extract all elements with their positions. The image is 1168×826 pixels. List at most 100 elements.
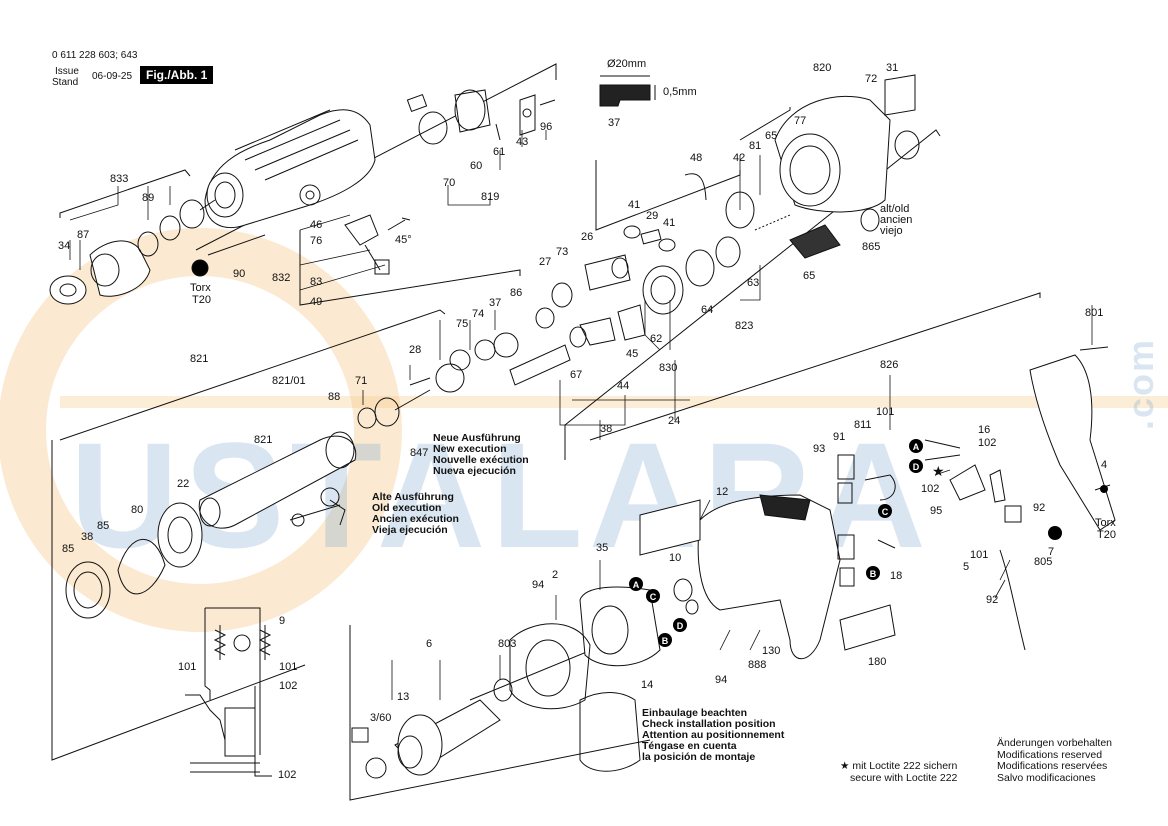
letter-circles bbox=[629, 439, 1108, 647]
part-label: 49 bbox=[310, 296, 323, 308]
part-label: 65 bbox=[765, 130, 778, 142]
part-label: 65 bbox=[803, 270, 816, 282]
part-label: 102 bbox=[978, 437, 997, 449]
part-label: 830 bbox=[659, 362, 678, 374]
part-label: 811 bbox=[854, 419, 872, 431]
part-label: 87 bbox=[77, 229, 90, 241]
part-label: 7 bbox=[1048, 546, 1055, 558]
part-label: 48 bbox=[690, 152, 703, 164]
part-label: 41 bbox=[628, 199, 641, 211]
alt-old-label-2: ancien bbox=[880, 214, 913, 226]
part-label: 70 bbox=[443, 177, 456, 189]
rear-handle bbox=[949, 346, 1116, 651]
part-label: 38 bbox=[600, 423, 613, 435]
part-label: 92 bbox=[986, 594, 999, 606]
part-label: 102 bbox=[278, 769, 297, 781]
part-label: 37 bbox=[608, 117, 621, 129]
part-label: 86 bbox=[510, 287, 523, 299]
part-label: 31 bbox=[886, 62, 899, 74]
part-label: 9 bbox=[279, 615, 286, 627]
diameter-label: Ø20mm bbox=[607, 58, 647, 70]
alt-old-label-1: alt/old bbox=[880, 203, 910, 215]
switch-parts bbox=[344, 214, 411, 275]
part-label: 90 bbox=[233, 268, 246, 280]
part-label: 102 bbox=[279, 680, 298, 692]
part-label: 81 bbox=[749, 140, 762, 152]
part-label: 18 bbox=[890, 570, 903, 582]
part-label: 96 bbox=[540, 121, 553, 133]
part-label: 819 bbox=[481, 191, 500, 203]
hammer-housing bbox=[204, 109, 376, 229]
part-label: 101 bbox=[178, 661, 197, 673]
part-label: 34 bbox=[58, 240, 71, 252]
middle-parts bbox=[509, 173, 791, 386]
frame-lines bbox=[51, 63, 1041, 801]
part-label: 865 bbox=[862, 241, 881, 253]
part-label: 76 bbox=[310, 235, 323, 247]
part-label: 43 bbox=[516, 136, 529, 148]
part-label: 101 bbox=[970, 549, 989, 561]
part-label: 4 bbox=[1101, 459, 1108, 471]
part-label: 847 bbox=[410, 447, 429, 459]
part-label: 13 bbox=[397, 691, 410, 703]
part-label: 75 bbox=[456, 318, 469, 330]
part-label: 102 bbox=[921, 483, 940, 495]
part-label: 83 bbox=[310, 276, 323, 288]
gear-housing bbox=[774, 74, 920, 259]
part-label: 16 bbox=[978, 424, 991, 436]
part-label: 821 bbox=[254, 434, 273, 446]
gear-and-springs bbox=[65, 487, 346, 619]
part-label: 41 bbox=[663, 217, 676, 229]
part-label: 28 bbox=[409, 344, 422, 356]
brush-holders bbox=[837, 439, 961, 587]
letter-b-2: B bbox=[870, 569, 877, 579]
figure-label: Fig./Abb. 1 bbox=[140, 66, 214, 84]
part-label: 63 bbox=[747, 277, 760, 289]
part-label: 71 bbox=[355, 375, 368, 387]
part-label: 826 bbox=[880, 359, 899, 371]
torx-left-label: Torx bbox=[190, 282, 211, 294]
part-label: 130 bbox=[762, 645, 781, 657]
letter-d-1: D bbox=[677, 621, 684, 631]
part-label: 22 bbox=[177, 478, 190, 490]
part-label: 12 bbox=[716, 486, 729, 498]
part-label: 85 bbox=[62, 543, 75, 555]
part-label: 180 bbox=[868, 656, 887, 668]
gap-label: 0,5mm bbox=[663, 86, 697, 98]
part-label: 88 bbox=[328, 391, 341, 403]
part-label: 64 bbox=[701, 304, 714, 316]
alt-old-label-3: viejo bbox=[880, 225, 903, 237]
stand-label: Stand bbox=[52, 77, 79, 88]
part-label: 38 bbox=[81, 531, 94, 543]
part-label: 14 bbox=[641, 679, 654, 691]
part-label: 62 bbox=[650, 333, 663, 345]
leader-lines bbox=[69, 130, 1093, 700]
letter-c-2: C bbox=[882, 507, 889, 517]
letter-c-1: C bbox=[650, 592, 657, 602]
part-label: 27 bbox=[539, 256, 552, 268]
part-label: 85 bbox=[97, 520, 110, 532]
part-label: 72 bbox=[865, 73, 878, 85]
part-label: 35 bbox=[596, 542, 609, 554]
part-label: 74 bbox=[472, 308, 485, 320]
torx-right-size: T20 bbox=[1097, 529, 1116, 541]
part-label: 6 bbox=[426, 638, 433, 650]
part-label: 29 bbox=[646, 210, 659, 222]
part-label: 823 bbox=[735, 320, 754, 332]
part-label: 60 bbox=[470, 160, 483, 172]
part-label: 833 bbox=[110, 173, 129, 185]
part-label: 77 bbox=[794, 115, 807, 127]
part-label: 46 bbox=[310, 219, 323, 231]
part-label: 37 bbox=[489, 297, 502, 309]
doc-number: 0 611 228 603; 643 bbox=[52, 50, 138, 61]
part-label: 101 bbox=[279, 661, 298, 673]
part-label: 92 bbox=[1033, 502, 1046, 514]
